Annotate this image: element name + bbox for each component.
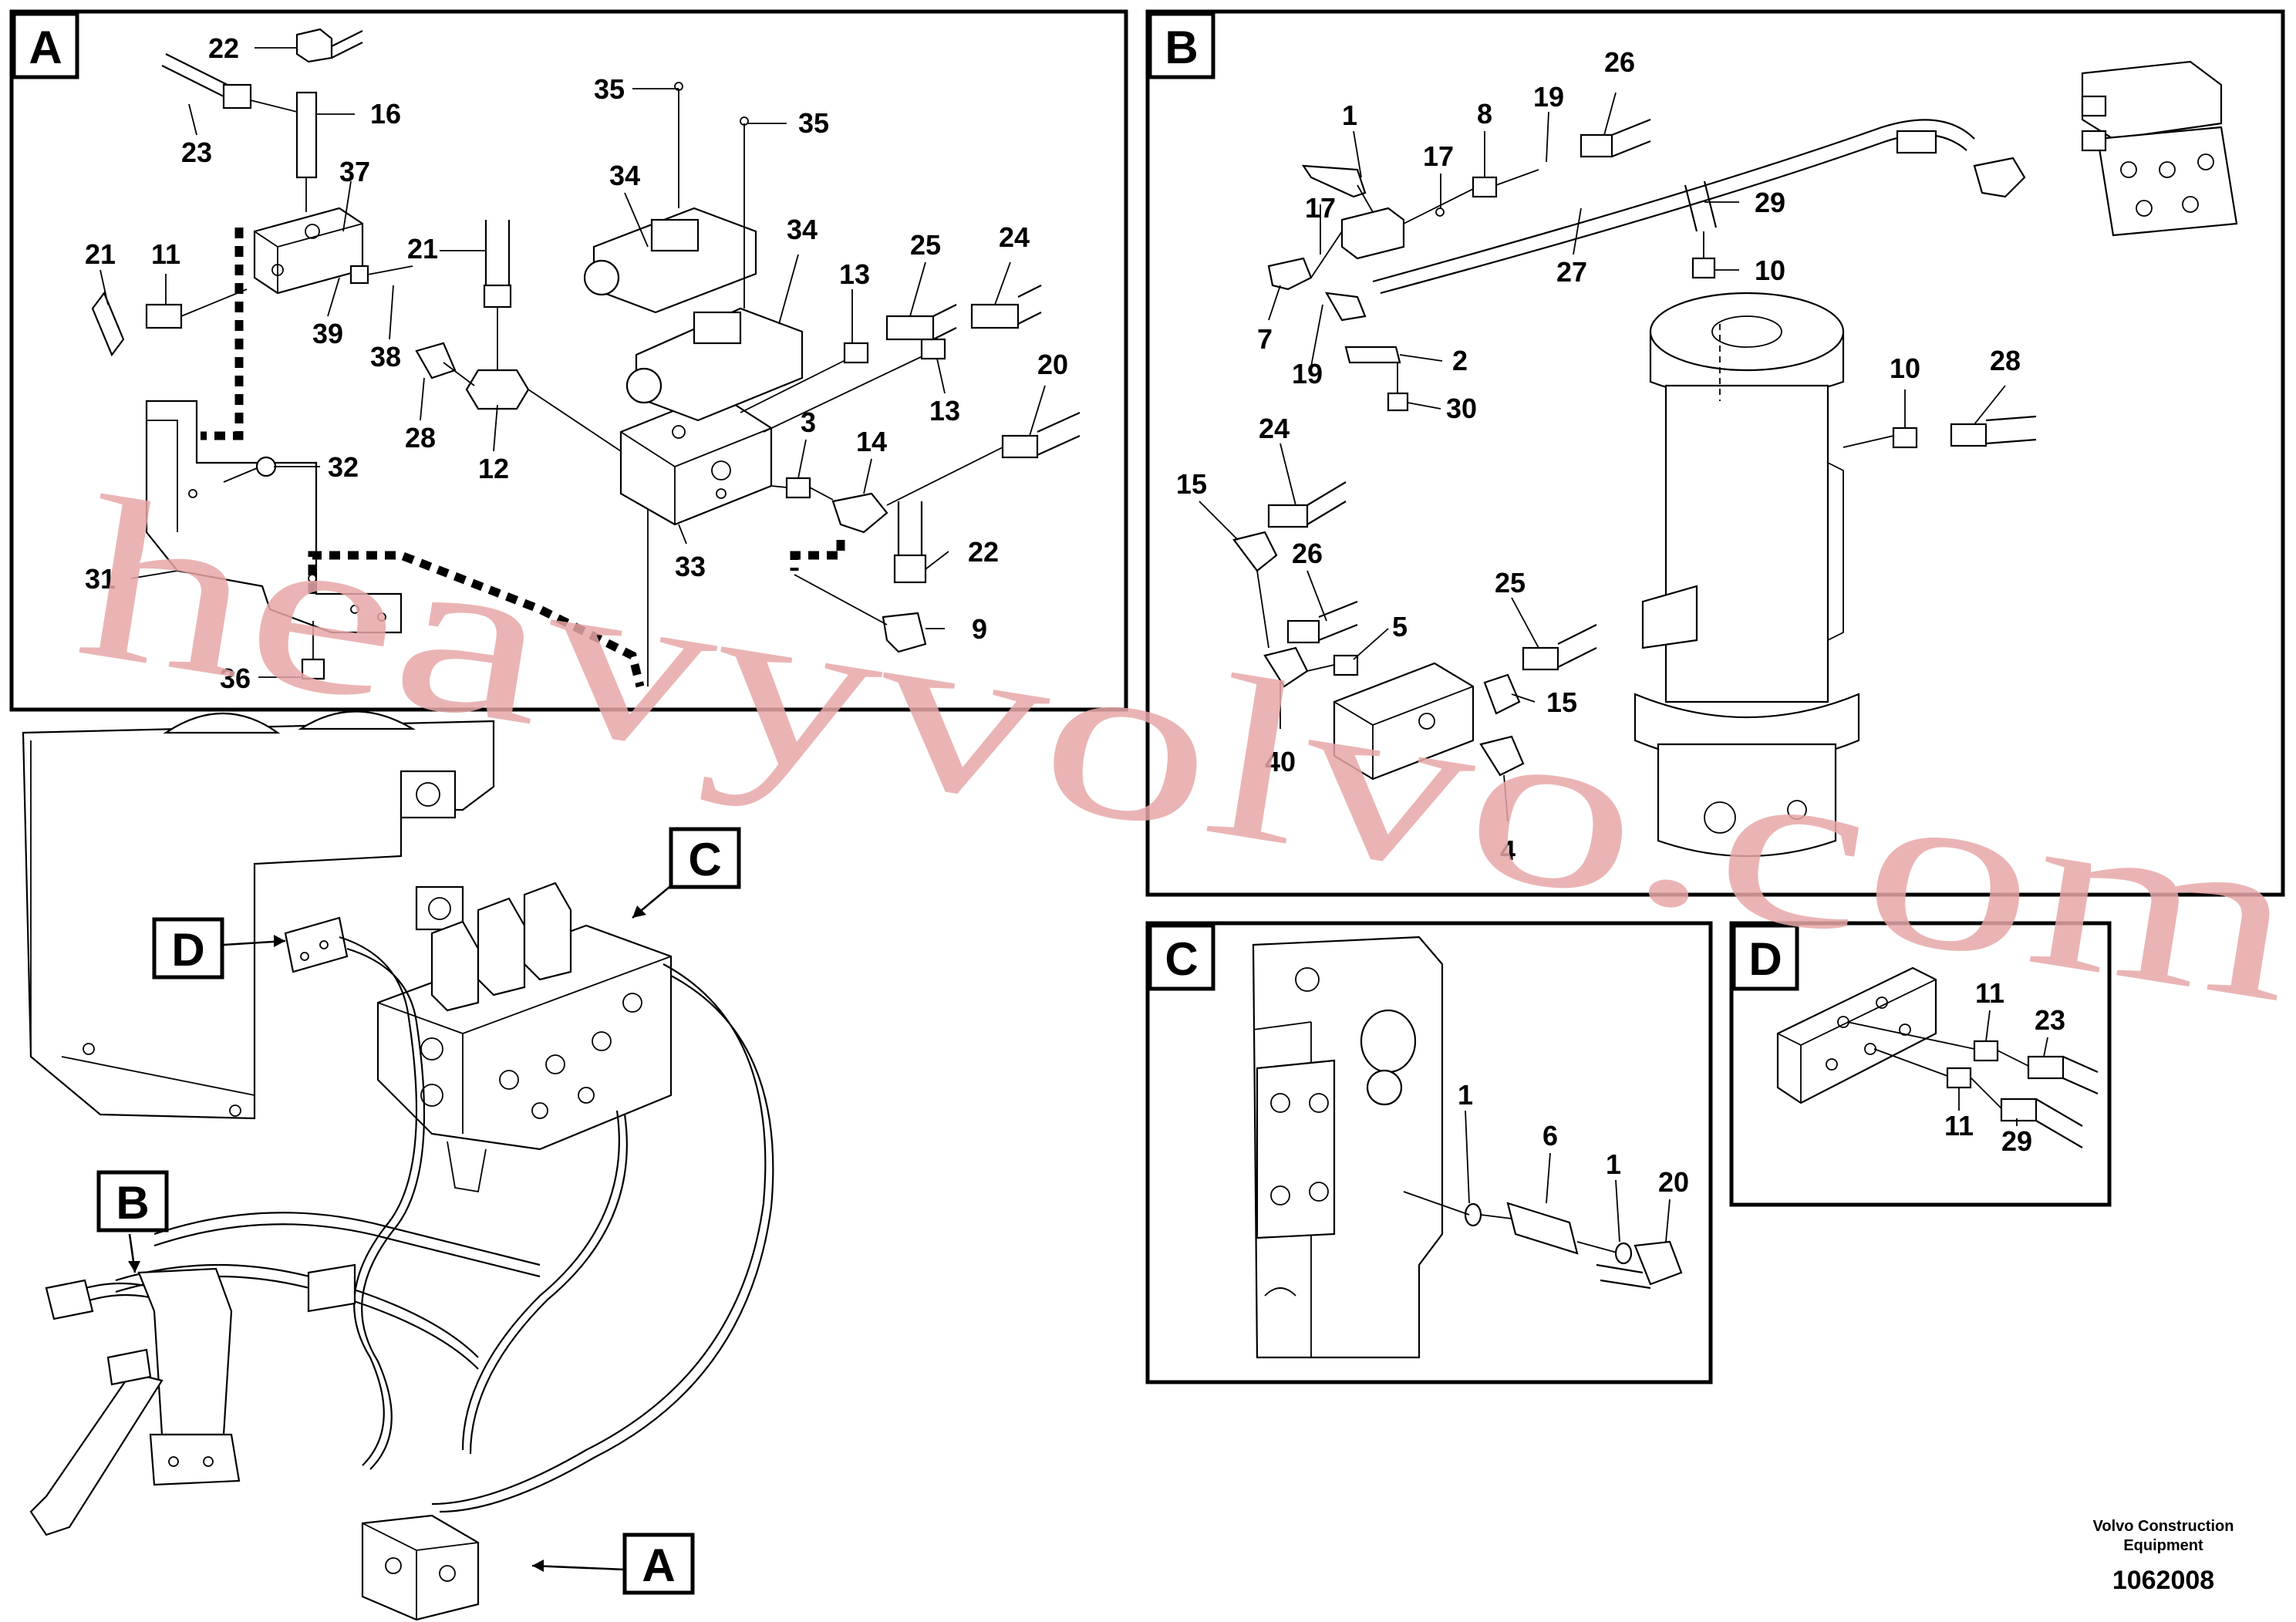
callout-label: 21 xyxy=(85,238,116,270)
callout-label: 23 xyxy=(2035,1004,2065,1036)
callout-label: 1 xyxy=(1342,99,1357,131)
callout-label: 17 xyxy=(1305,192,1336,224)
footer-company-line2: Equipment xyxy=(2123,1537,2203,1554)
callout-label: 11 xyxy=(1975,977,2004,1009)
callout-label: 3 xyxy=(801,406,816,438)
callout-label: 16 xyxy=(370,98,401,130)
callout-label: 28 xyxy=(405,422,436,454)
callout-label: 24 xyxy=(1259,413,1290,444)
callout-label: 13 xyxy=(929,395,960,427)
callout-label: 11 xyxy=(151,238,180,270)
panel-b: B xyxy=(1145,9,2285,897)
callout-label: 36 xyxy=(220,663,251,694)
callout-label: 19 xyxy=(1292,358,1323,389)
callout-label: 15 xyxy=(1176,468,1207,500)
callout-label: 20 xyxy=(1037,349,1068,380)
callout-label: 9 xyxy=(972,613,987,645)
panel-c-callouts: 1 6 1 20 xyxy=(1458,1079,1689,1198)
overview-marker-a-label: A xyxy=(642,1539,675,1591)
callout-label: 34 xyxy=(609,160,640,191)
callout-label: 31 xyxy=(85,563,116,595)
panel-a: A xyxy=(9,9,1128,712)
callout-label: 10 xyxy=(1890,352,1920,384)
overview-marker-c-label: C xyxy=(688,834,721,885)
panel-c-letter: C xyxy=(1165,933,1198,985)
callout-label: 23 xyxy=(181,137,212,168)
callout-label: 22 xyxy=(968,536,999,568)
callout-label: 1 xyxy=(1458,1079,1473,1111)
overview-marker-a: A xyxy=(622,1533,695,1595)
callout-label: 33 xyxy=(675,551,706,582)
callout-label: 6 xyxy=(1542,1120,1558,1152)
callout-label: 1 xyxy=(1606,1148,1621,1180)
callout-label: 38 xyxy=(370,341,401,373)
panel-c: C 1 6 1 20 xyxy=(1145,921,1713,1384)
callout-label: 28 xyxy=(1990,345,2021,376)
callout-label: 2 xyxy=(1452,345,1468,376)
callout-label: 25 xyxy=(1495,567,1526,599)
panel-d-callouts: 11 23 11 29 xyxy=(1944,977,2065,1157)
callout-label: 35 xyxy=(798,107,829,139)
callout-label: 24 xyxy=(999,221,1030,253)
callout-label: 5 xyxy=(1392,611,1408,642)
callout-label: 37 xyxy=(339,156,370,187)
callout-label: 15 xyxy=(1546,686,1577,718)
callout-label: 26 xyxy=(1292,538,1323,569)
footer: Volvo Construction Equipment 1062008 xyxy=(2093,1518,2234,1595)
callout-label: 4 xyxy=(1500,835,1515,866)
callout-label: 10 xyxy=(1755,255,1785,286)
callout-label: 19 xyxy=(1533,81,1564,113)
panel-b-letter: B xyxy=(1165,22,1198,73)
panel-d: D 11 23 11 29 xyxy=(1729,921,2112,1207)
callout-label: 35 xyxy=(594,73,625,105)
overview-marker-d: D xyxy=(152,917,224,980)
callout-label: 26 xyxy=(1604,46,1635,78)
panel-a-letter: A xyxy=(29,22,62,73)
callout-label: 21 xyxy=(407,233,438,265)
callout-label: 11 xyxy=(1944,1110,1974,1141)
callout-label: 14 xyxy=(856,426,887,457)
overview-marker-c: C xyxy=(669,827,741,889)
callout-label: 29 xyxy=(2001,1125,2032,1157)
callout-label: 13 xyxy=(839,258,870,290)
callout-label: 39 xyxy=(312,318,343,349)
callout-label: 22 xyxy=(208,32,239,64)
callout-label: 12 xyxy=(478,453,509,484)
callout-label: 34 xyxy=(787,214,818,245)
panel-d-letter: D xyxy=(1748,933,1782,985)
overview-marker-d-label: D xyxy=(171,924,204,976)
overview-illustration: D C B A xyxy=(22,710,774,1621)
overview-marker-b: B xyxy=(96,1170,169,1233)
callout-label: 29 xyxy=(1755,187,1785,218)
callout-label: 8 xyxy=(1477,98,1492,130)
callout-label: 17 xyxy=(1423,140,1454,172)
panel-a-callouts: 22 16 23 37 21 11 39 38 21 28 12 32 31 3… xyxy=(85,32,1068,694)
callout-label: 20 xyxy=(1658,1166,1689,1198)
callout-label: 25 xyxy=(910,229,941,261)
panel-b-callouts: 1 8 19 26 17 17 29 10 7 19 27 2 30 10 28… xyxy=(1176,46,2021,866)
drawing-number: 1062008 xyxy=(2112,1566,2214,1595)
callout-label: 40 xyxy=(1265,746,1296,777)
callout-label: 30 xyxy=(1446,393,1477,424)
callout-label: 32 xyxy=(328,451,359,483)
callout-label: 27 xyxy=(1556,256,1587,288)
footer-company-line1: Volvo Construction xyxy=(2093,1518,2234,1535)
overview-marker-b-label: B xyxy=(116,1177,149,1229)
callout-label: 7 xyxy=(1257,323,1273,355)
